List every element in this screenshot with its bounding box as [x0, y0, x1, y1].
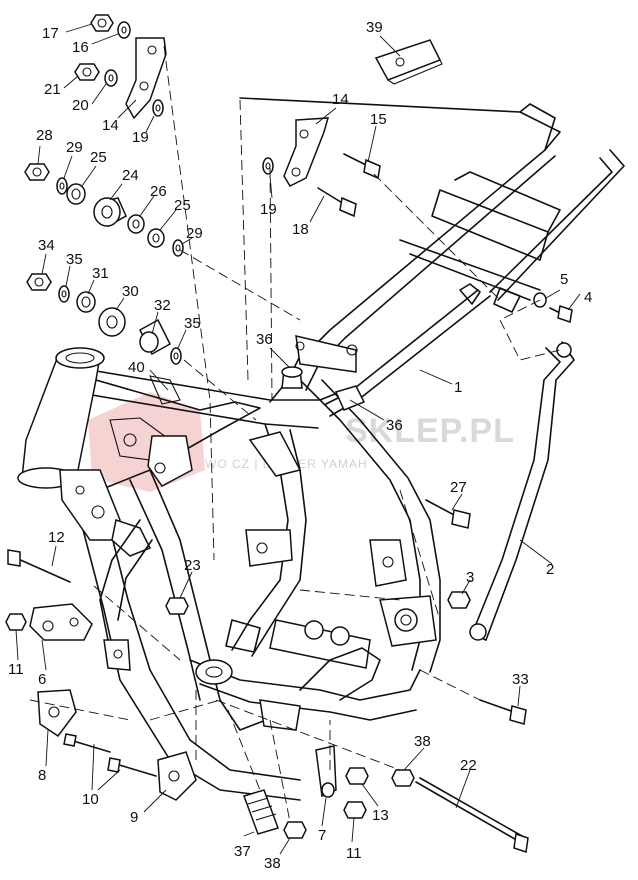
watermark: SKLEP.PL WO CZ | DEALER YAMAH	[88, 392, 515, 492]
callout-5: 5	[560, 271, 568, 288]
callout-29a: 29	[66, 139, 83, 156]
callout-37: 37	[234, 843, 251, 860]
callout-31: 31	[92, 265, 109, 282]
rear-stay	[469, 341, 575, 641]
callout-34: 34	[38, 237, 55, 254]
callout-22: 22	[460, 757, 477, 774]
callout-17: 17	[42, 25, 59, 42]
callout-35b: 35	[184, 315, 201, 332]
callout-14b: 14	[332, 91, 349, 108]
callout-23: 23	[184, 557, 201, 574]
callout-36a: 36	[256, 331, 273, 348]
leader-lines	[15, 23, 581, 855]
callout-11a: 11	[8, 661, 24, 678]
callout-labels: 17 16 21 20 14 19 28 29 25 24 26 25 29 3…	[8, 19, 592, 872]
callout-33: 33	[512, 671, 529, 688]
callout-25b: 25	[174, 197, 191, 214]
callout-14a: 14	[102, 117, 119, 134]
callout-16: 16	[72, 39, 89, 56]
callout-18: 18	[292, 221, 309, 238]
callout-39: 39	[366, 19, 383, 36]
callout-38b: 38	[264, 855, 281, 872]
callout-19a: 19	[132, 129, 149, 146]
callout-32: 32	[154, 297, 171, 314]
callout-11b: 11	[346, 845, 362, 862]
callout-28: 28	[36, 127, 53, 144]
fasteners	[5, 14, 573, 853]
callout-4: 4	[584, 289, 592, 306]
callout-27: 27	[450, 479, 467, 496]
callout-29b: 29	[186, 225, 203, 242]
callout-1: 1	[454, 379, 462, 396]
callout-19b: 19	[260, 201, 277, 218]
callout-12: 12	[48, 529, 65, 546]
callout-36b: 36	[386, 417, 403, 434]
callout-40: 40	[128, 359, 145, 376]
callout-9: 9	[130, 809, 138, 826]
callout-26: 26	[150, 183, 167, 200]
main-frame	[17, 97, 625, 801]
callout-6: 6	[38, 671, 46, 688]
callout-2: 2	[546, 561, 554, 578]
alignment-guides	[29, 45, 561, 823]
callout-24: 24	[122, 167, 139, 184]
callout-38a: 38	[414, 733, 431, 750]
watermark-main-text: SKLEP.PL	[345, 412, 515, 450]
callout-20: 20	[72, 97, 89, 114]
callout-13: 13	[372, 807, 389, 824]
callout-30: 30	[122, 283, 139, 300]
callout-7: 7	[318, 827, 326, 844]
callout-8: 8	[38, 767, 46, 784]
callout-35a: 35	[66, 251, 83, 268]
callout-21: 21	[44, 81, 61, 98]
callout-25a: 25	[90, 149, 107, 166]
callout-3: 3	[466, 569, 474, 586]
callout-15: 15	[370, 111, 387, 128]
callout-10: 10	[82, 791, 99, 808]
